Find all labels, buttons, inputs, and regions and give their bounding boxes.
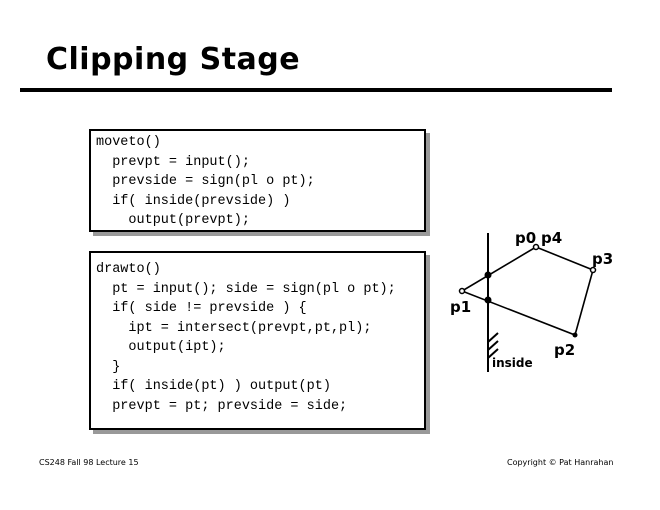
code-line: ipt = intersect(prevpt,pt,pl);	[96, 320, 372, 336]
code-line: pt = input(); side = sign(pl o pt);	[96, 281, 396, 297]
polygon-edges	[460, 246, 594, 337]
label-p3: p3	[592, 250, 613, 268]
code-line: if( side != prevside ) {	[96, 301, 307, 316]
code-line: prevpt = pt; prevside = side;	[96, 398, 348, 414]
code-line: prevside = sign(pl o pt);	[96, 174, 315, 189]
intersection-point	[484, 296, 492, 304]
slide-title: Clipping Stage	[46, 42, 301, 77]
footer-copyright: Copyright © Pat Hanrahan	[507, 458, 614, 467]
code-line: moveto()	[96, 135, 161, 150]
intersection-point	[484, 271, 492, 279]
label-p2: p2	[554, 341, 575, 359]
vertex-p1	[458, 287, 466, 295]
label-p1: p1	[450, 298, 471, 316]
label-inside: inside	[492, 356, 533, 370]
code-line: drawto()	[96, 262, 161, 277]
vertex-p0	[532, 243, 540, 251]
label-p0: p0	[515, 229, 536, 247]
code-line: }	[96, 359, 121, 375]
code-line: if( inside(prevside) )	[96, 193, 291, 209]
vertex-p3	[589, 266, 597, 274]
footer-course: CS248 Fall 98 Lecture 15	[39, 458, 139, 467]
title-rule	[20, 88, 612, 92]
label-p4: p4	[541, 229, 562, 247]
moveto-code-box: moveto() prevpt = input(); prevside = si…	[89, 129, 426, 232]
code-line: prevpt = input();	[96, 154, 250, 170]
code-line: output(prevpt);	[96, 213, 250, 228]
code-line: output(ipt);	[96, 340, 226, 355]
inside-hatch	[487, 332, 499, 359]
drawto-code-box: drawto() pt = input(); side = sign(pl o …	[89, 251, 426, 430]
vertex-p2	[572, 332, 578, 338]
code-line: if( inside(pt) ) output(pt)	[96, 379, 331, 394]
